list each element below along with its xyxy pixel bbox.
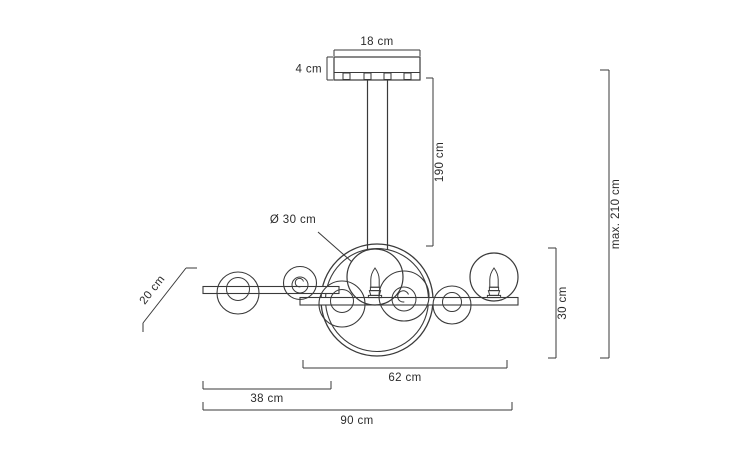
suspension-rods (366, 79, 389, 250)
dim-label-total-max-height: max. 210 cm (610, 179, 622, 249)
dim-ring-diameter: Ø 30 cm (270, 214, 353, 263)
dim-suspension-drop: 190 cm (426, 77, 446, 247)
dim-label-ring-span: 62 cm (388, 372, 421, 384)
globe-left-inner (282, 265, 318, 301)
dim-label-left-arm-span: 38 cm (250, 393, 283, 405)
dim-label-total-width: 90 cm (340, 415, 373, 427)
globe-ring-right (378, 270, 430, 322)
dim-globe-depth: 20 cm (138, 267, 197, 332)
dim-left-arm-span: 38 cm (202, 381, 332, 405)
globe-arm-far-right (469, 252, 519, 302)
dim-canopy-height: 4 cm (295, 56, 333, 81)
canopy-connector-ports (342, 72, 412, 80)
dim-canopy-width: 18 cm (333, 36, 421, 56)
dim-ring-span: 62 cm (302, 360, 508, 384)
ceiling-canopy (333, 56, 421, 81)
globe-left-outer (216, 271, 260, 315)
glass-globe-shades (216, 248, 519, 328)
dim-label-ring-diameter: Ø 30 cm (270, 214, 316, 226)
globe-arm-mid-right (432, 285, 472, 325)
dim-label-suspension-drop: 190 cm (434, 142, 446, 182)
dim-total-width: 90 cm (202, 402, 513, 427)
globe-ring-top-center (346, 248, 404, 306)
dim-fixture-height: 30 cm (548, 247, 569, 359)
globe-ring-lower-left (318, 280, 366, 328)
dim-label-fixture-height: 30 cm (557, 286, 569, 319)
dim-total-max-height: max. 210 cm (600, 69, 622, 359)
dim-label-canopy-height: 4 cm (295, 64, 322, 76)
dim-label-canopy-width: 18 cm (360, 36, 393, 48)
dim-label-globe-depth: 20 cm (138, 273, 168, 307)
